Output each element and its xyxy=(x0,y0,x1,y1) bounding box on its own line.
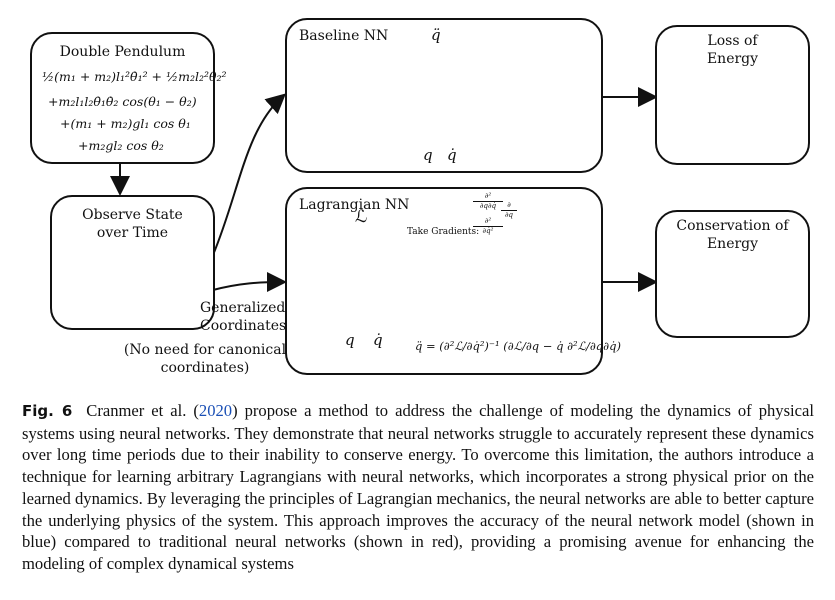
conservation-title-line-1: Conservation of xyxy=(676,218,789,234)
observe-title-line-2: over Time xyxy=(96,225,169,241)
lagrangian-eq-line-1: ½(m₁ + m₂)l₁²θ̇₁² + ½m₂l₂²θ̇₂² xyxy=(42,69,227,84)
baseline-input-qdot: q̇ xyxy=(447,146,457,164)
lagrangian-title: Lagrangian NN xyxy=(299,197,410,213)
baseline-output-label: q̈ xyxy=(431,26,441,44)
observe-state-box: Observe State over Time xyxy=(50,195,215,330)
arrow-observe-to-baseline xyxy=(212,93,286,256)
caption-body: propose a method to address the challeng… xyxy=(22,401,814,573)
grad-op-mid-den: ∂q xyxy=(501,210,517,219)
grad-op-bot-num: ∂² xyxy=(484,217,492,225)
loss-title-line-2: Energy xyxy=(706,51,759,67)
generalized-coordinates-line-1: Generalized xyxy=(200,300,286,316)
grad-op-top-den: ∂q∂q̇ xyxy=(473,201,503,210)
lagrangian-eq-line-3: +(m₁ + m₂)gl₁ cos θ₁ xyxy=(60,116,191,131)
arrow-observe-to-lagrangian xyxy=(212,272,287,293)
caption-author: Cranmer et al. xyxy=(86,401,187,420)
loss-title-line-1: Loss of xyxy=(707,33,758,49)
lagrangian-nn-box: Lagrangian NN ℒ Take Gradients: ∂² ∂q∂q̇… xyxy=(285,187,621,375)
lagrangian-eq-line-2: +m₂l₁l₂θ̇₁θ̇₂ cos(θ₁ − θ₂) xyxy=(48,94,197,109)
double-pendulum-box: Double Pendulum ½(m₁ + m₂)l₁²θ̇₁² + ½m₂l… xyxy=(30,32,227,164)
baseline-nn-box: Baseline NN q̈ q q̇ xyxy=(285,18,603,173)
caption-year-open: ( xyxy=(193,401,199,420)
caption-year-link[interactable]: 2020 xyxy=(198,401,233,420)
no-need-note-line-1: (No need for canonical xyxy=(123,342,287,358)
caption-year-close: ) xyxy=(232,401,238,420)
lagrangian-input-qdot: q̇ xyxy=(373,331,383,349)
baseline-title: Baseline NN xyxy=(299,28,389,44)
figure-caption: Fig. 6 Cranmer et al. (2020) propose a m… xyxy=(22,400,814,575)
lagrangian-input-q: q xyxy=(345,331,355,349)
generalized-coordinates-line-2: Coordinates xyxy=(200,318,287,334)
observe-title-line-1: Observe State xyxy=(82,207,183,223)
lagrangian-eq-line-4: +m₂gl₂ cos θ₂ xyxy=(78,138,164,153)
double-pendulum-title: Double Pendulum xyxy=(59,44,186,60)
lagrangian-output-label: ℒ xyxy=(355,207,368,227)
baseline-input-q: q xyxy=(423,146,433,164)
conservation-title-line-2: Energy xyxy=(706,236,759,252)
no-need-note-line-2: coordinates) xyxy=(160,360,250,376)
grad-op-mid-num: ∂ xyxy=(507,201,511,209)
take-gradients-label: Take Gradients: xyxy=(407,227,480,237)
grad-op-top-num: ∂² xyxy=(484,192,492,200)
lagrangian-update-equation: q̈ = (∂²ℒ/∂q̇²)⁻¹ (∂ℒ/∂q − q̇ ∂²ℒ/∂q∂q̇) xyxy=(415,339,621,353)
grad-op-bot-den: ∂q̇² xyxy=(473,226,503,235)
loss-of-energy-box: Loss of Energy xyxy=(655,25,810,165)
conservation-of-energy-box: Conservation of Energy xyxy=(655,210,810,338)
figure-label: Fig. 6 xyxy=(22,402,73,420)
